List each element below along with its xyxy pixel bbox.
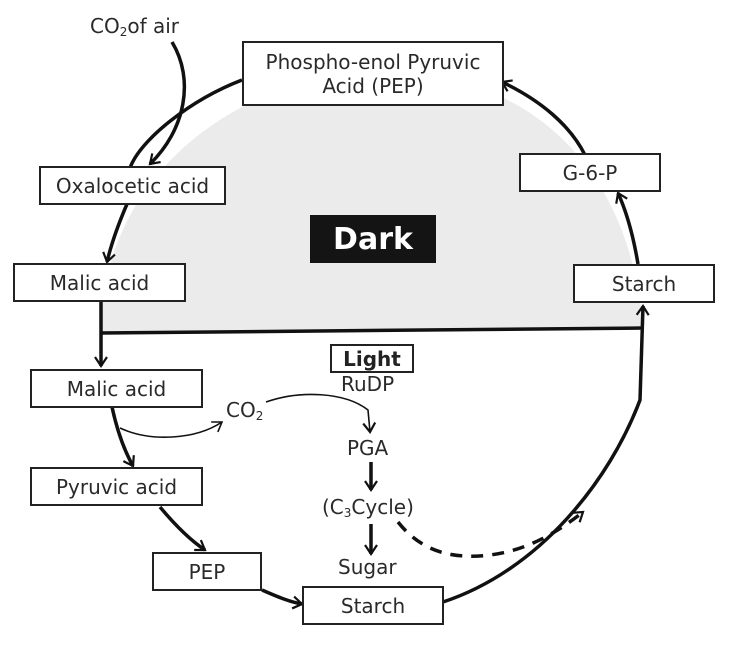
node-pyruvic-acid: Pyruvic acid [30, 467, 203, 506]
node-malic-acid-light: Malic acid [30, 369, 203, 408]
node-starch-dark: Starch [573, 264, 715, 303]
pga-label: PGA [347, 436, 389, 460]
arrow-starch-to-g6p [615, 191, 640, 265]
node-oxalocetic-acid: Oxalocetic acid [39, 166, 226, 205]
arc-starch-light-to-starch-dark [442, 304, 650, 604]
rudp-label: RuDP [341, 372, 395, 396]
dark-phase-label: Dark [310, 215, 436, 263]
c3-cycle-label: (C3Cycle) [322, 495, 414, 520]
sugar-label: Sugar [338, 555, 397, 579]
node-pep: PEP [152, 552, 262, 591]
dark-region [101, 71, 643, 333]
arrow-malic-to-co2 [119, 421, 224, 438]
node-malic-acid-dark: Malic acid [13, 263, 186, 302]
co2-label: CO2 [226, 398, 264, 423]
arc-pep-to-oxalocetic [128, 78, 243, 169]
dark-light-divider [100, 326, 644, 335]
arrow-g6p-to-pep [500, 79, 587, 156]
arrow-oxalocetic-to-malic [102, 203, 129, 264]
co2-of-air-label: CO2of air [90, 14, 180, 39]
arrow-malic-to-pyruvic [110, 406, 135, 468]
node-pep-full: Phospho-enol Pyruvic Acid (PEP) [242, 41, 504, 106]
light-phase-label: Light [330, 344, 414, 373]
arrow-pyruvic-to-pep [158, 505, 207, 552]
arrow-co2-air-to-oxalocetic [148, 41, 187, 166]
node-starch-light: Starch [302, 586, 444, 625]
arrow-co2-to-pga [265, 393, 377, 434]
node-g6p: G-6-P [519, 153, 661, 192]
arrow-pep-to-starch [261, 588, 304, 610]
dashed-arrow-cycle-to-arc [396, 510, 585, 558]
